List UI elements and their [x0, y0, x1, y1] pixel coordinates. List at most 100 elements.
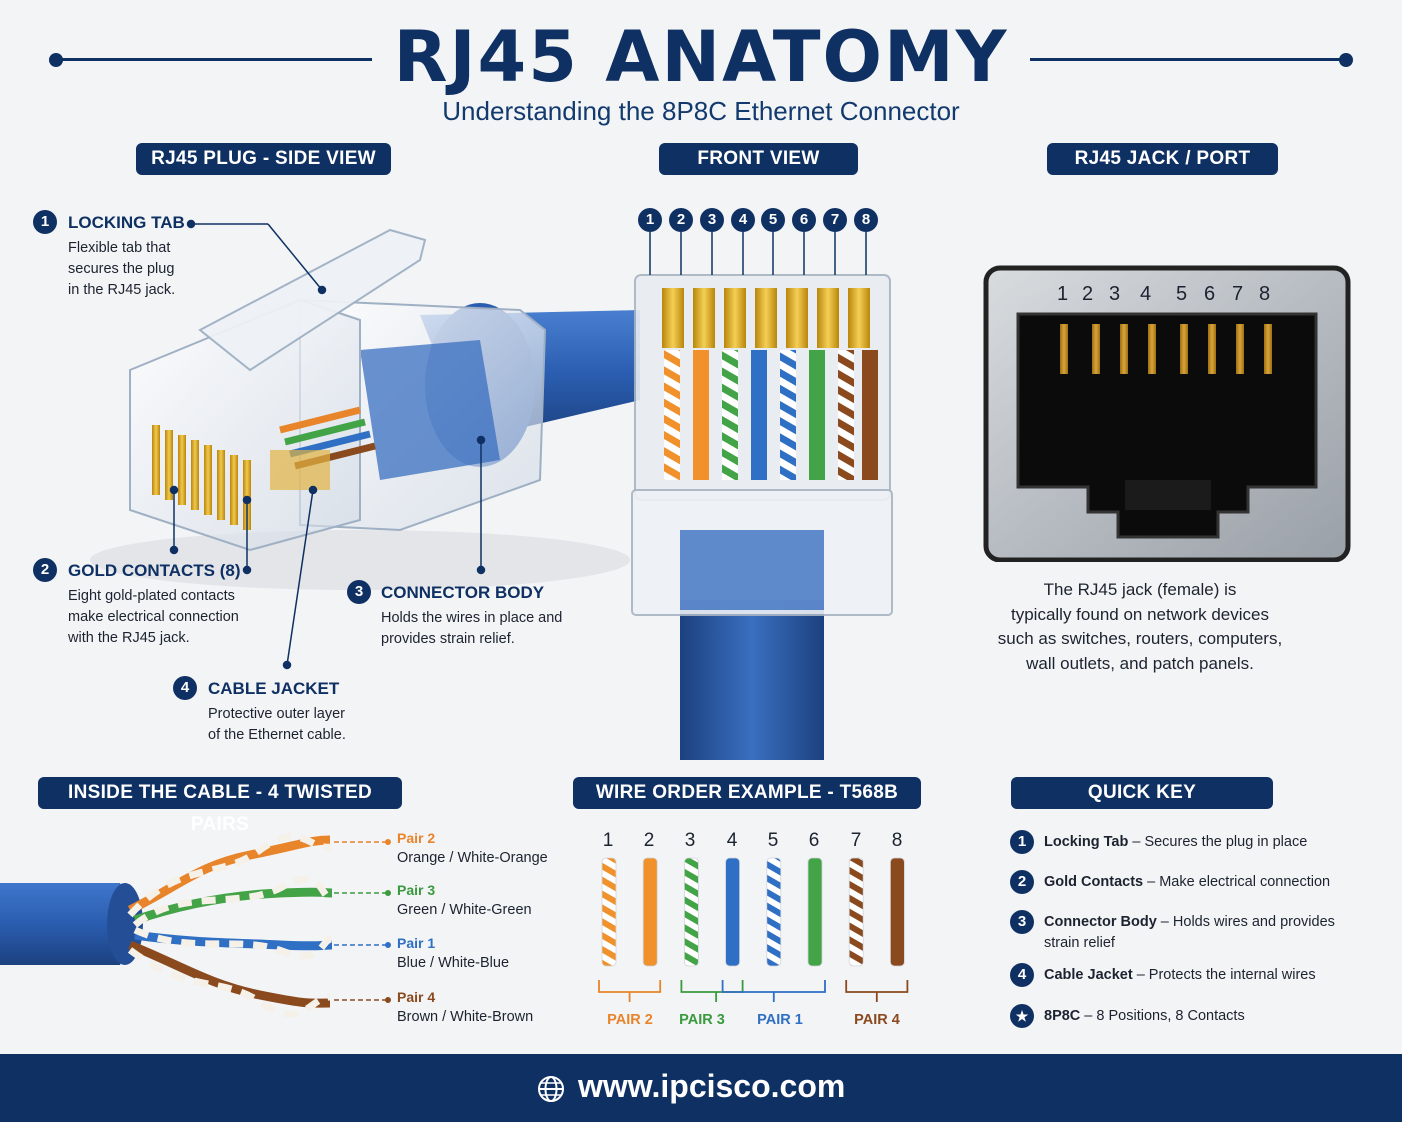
callout-1-marker: 1 — [33, 210, 57, 234]
quick-key-desc: – Protects the internal wires — [1132, 967, 1316, 983]
callout-2-line: make electrical connection — [68, 609, 239, 625]
pair-label: Pair 3 — [397, 882, 436, 898]
connector-inner-boot — [360, 340, 500, 480]
quick-key-term: Cable Jacket — [1044, 967, 1133, 983]
tp-pair-3-wire-white — [132, 875, 333, 928]
section-side-view: RJ45 PLUG - SIDE VIEW — [136, 143, 391, 175]
title-rule-right-dot — [1339, 53, 1353, 67]
pair-desc: Brown / White-Brown — [397, 1009, 534, 1025]
jack-desc-line: wall outlets, and patch panels. — [1026, 653, 1254, 673]
wire-pin-7: 7 — [850, 830, 862, 851]
callout-4-line: of the Ethernet cable. — [208, 727, 346, 743]
globe-icon — [538, 1076, 564, 1102]
tp-pair-4-wire — [128, 940, 331, 1008]
tp-pair-2-wire-white — [127, 833, 331, 918]
locking-tab — [198, 228, 427, 372]
callout-3-line: provides strain relief. — [381, 631, 515, 647]
section-front-view: FRONT VIEW — [659, 143, 858, 175]
wire-group-label-pair3: PAIR 3 — [679, 1012, 725, 1028]
pair-desc: Green / White-Green — [397, 902, 532, 918]
jack-pin-2: 2 — [1082, 283, 1094, 305]
wire-2 — [642, 857, 658, 967]
quick-key-desc: – Holds wires and provides — [1156, 914, 1335, 930]
callout-4-desc: Protective outer layer of the Ethernet c… — [208, 704, 346, 746]
callout-1-line: Flexible tab that — [68, 240, 171, 256]
jack-pin-1: 1 — [1057, 283, 1069, 305]
pair-item: Pair 2 Orange / White-Orange — [397, 830, 548, 866]
footer-url[interactable]: www.ipcisco.com — [578, 1068, 846, 1104]
wire-group-bracket — [598, 980, 662, 1002]
wire-8 — [889, 857, 905, 967]
plug-front-illustration — [631, 232, 893, 760]
wire-group-bracket — [845, 980, 909, 1002]
jack-desc-line: The RJ45 jack (female) is — [1043, 580, 1237, 599]
jack-pin-3: 3 — [1109, 283, 1121, 305]
wire-order-svg — [598, 857, 909, 1002]
pair-label: Pair 1 — [397, 935, 436, 951]
section-twisted-pairs: INSIDE THE CABLE - 4 TWISTED PAIRS — [38, 777, 402, 835]
callout-2-desc: Eight gold-plated contacts make electric… — [68, 586, 239, 649]
plug-side-illustration — [90, 219, 640, 670]
callout-1-line: secures the plug — [68, 261, 175, 277]
front-pin-6: 6 — [792, 208, 816, 232]
wire-pin-8: 8 — [891, 830, 903, 851]
wire-group-bracket — [680, 980, 744, 1002]
callout-2-title: GOLD CONTACTS (8) — [68, 561, 241, 580]
tp-cable — [0, 883, 130, 965]
wires-orange — [279, 406, 361, 434]
wires-green — [284, 418, 366, 446]
callout-3-title: CONNECTOR BODY — [381, 583, 545, 602]
section-jack-view: RJ45 JACK / PORT — [1047, 143, 1278, 175]
front-pin-4: 4 — [731, 208, 755, 232]
jack-pin-6: 6 — [1204, 283, 1216, 305]
callout-3-marker: 3 — [347, 580, 371, 604]
quick-key-marker-3: 3 — [1010, 910, 1034, 934]
wire-pin-1: 1 — [602, 830, 614, 851]
pair-label: Pair 4 — [397, 989, 436, 1005]
quick-key-item-4: Cable Jacket – Protects the internal wir… — [1044, 965, 1384, 986]
wire-pin-5: 5 — [767, 830, 779, 851]
jack-contacts — [1060, 324, 1272, 374]
title-rule-right — [1030, 58, 1346, 61]
front-pin-7: 7 — [823, 208, 847, 232]
quick-key-desc: – 8 Positions, 8 Contacts — [1080, 1008, 1245, 1024]
quick-key-marker-2: 2 — [1010, 870, 1034, 894]
pair-item: Pair 3 Green / White-Green — [397, 882, 532, 918]
front-pin-3: 3 — [700, 208, 724, 232]
quick-key-desc: – Make electrical connection — [1143, 874, 1331, 890]
quick-key-item-5: 8P8C – 8 Positions, 8 Contacts — [1044, 1006, 1384, 1027]
callout-3-desc: Holds the wires in place and provides st… — [381, 608, 562, 650]
front-cable — [680, 600, 824, 760]
section-wire-order: WIRE ORDER EXAMPLE - T568B — [573, 777, 921, 809]
jack-pin-5: 5 — [1176, 283, 1188, 305]
gold-contacts-side — [152, 425, 330, 530]
section-quick-key: QUICK KEY — [1011, 777, 1273, 809]
page-subtitle: Understanding the 8P8C Ethernet Connecto… — [442, 96, 960, 126]
jack-desc-line: typically found on network devices — [1011, 604, 1269, 624]
wire-4 — [725, 857, 741, 967]
quick-key-term: Gold Contacts — [1044, 874, 1144, 890]
wire-5 — [766, 857, 782, 967]
callout-4-line: Protective outer layer — [208, 706, 346, 722]
front-gold-contacts — [662, 288, 870, 348]
jack-desc-line: such as switches, routers, computers, — [997, 629, 1283, 648]
callout-4-title: CABLE JACKET — [208, 679, 340, 698]
callout-2-marker: 2 — [33, 558, 57, 582]
pair-item: Pair 1 Blue / White-Blue — [397, 935, 509, 971]
pair-label: Pair 2 — [397, 830, 436, 846]
front-wires — [664, 350, 878, 480]
quick-key-term: Connector Body — [1044, 914, 1157, 930]
callout-2-line: with the RJ45 jack. — [68, 630, 190, 646]
tp-leaders — [334, 839, 391, 1003]
callout-1-line: in the RJ45 jack. — [68, 282, 176, 298]
jack-illustration — [983, 265, 1351, 562]
jack-bottom-slot — [1125, 480, 1211, 510]
quick-key-desc: – Secures the plug in place — [1128, 834, 1308, 850]
wire-pin-3: 3 — [684, 830, 696, 851]
pair-desc: Orange / White-Orange — [397, 850, 548, 866]
quick-key-term: Locking Tab — [1044, 834, 1129, 850]
page-title: RJ45 ANATOMY — [393, 16, 1009, 98]
wire-7 — [848, 857, 864, 967]
wire-pin-4: 4 — [726, 830, 738, 851]
front-pin-1: 1 — [638, 208, 662, 232]
